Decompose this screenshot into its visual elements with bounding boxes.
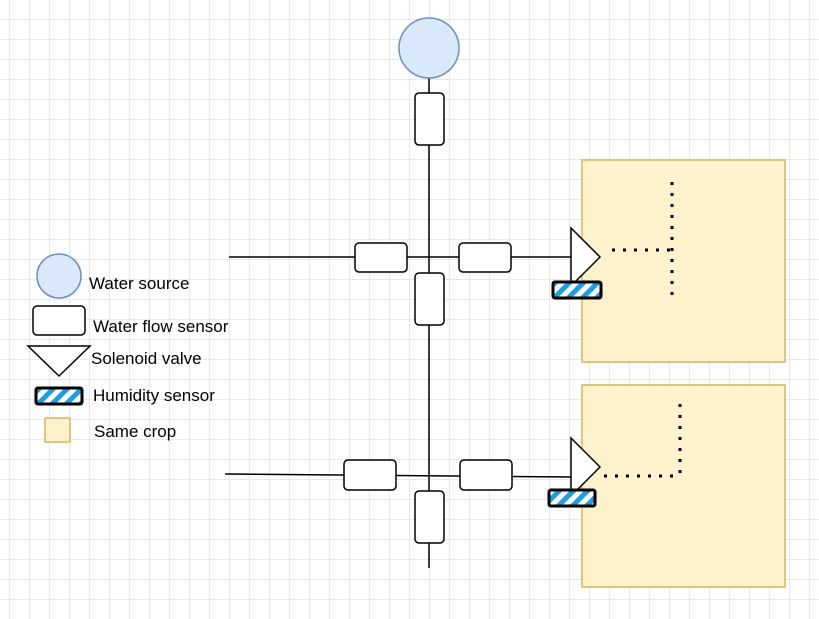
flow-sensor-main-bottom (414, 490, 445, 544)
legend-label-same-crop: Same crop (94, 422, 177, 441)
solenoid-valve-icon (26, 345, 92, 378)
crop-icon (44, 417, 71, 443)
solenoid-valve-2 (570, 436, 602, 498)
water-source-icon (36, 253, 82, 299)
flow-sensor-main-top (414, 92, 445, 146)
humidity-sensor-icon (34, 386, 84, 406)
legend-label-solenoid-valve: Solenoid valve (91, 349, 202, 368)
solenoid-valve-1 (570, 226, 602, 288)
legend-label-water-source: Water source (89, 274, 190, 293)
legend-label-humidity-sensor: Humidity sensor (93, 386, 215, 405)
legend-label-water-flow-sensor: Water flow sensor (93, 317, 229, 336)
flow-sensor-branch-1-right (458, 242, 512, 273)
water-source (398, 17, 460, 79)
crop-area-1 (581, 159, 786, 363)
flow-sensor-branch-2-right (459, 459, 513, 491)
legend (26, 253, 92, 443)
distribution-lines-2 (604, 404, 682, 478)
flow-sensor-branch-1-left (354, 242, 408, 273)
crop-area-2 (581, 384, 786, 588)
flow-sensor-branch-2-left (343, 459, 397, 491)
humidity-sensor-2 (547, 488, 597, 508)
humidity-sensor-1 (551, 280, 603, 300)
branch-pipe-2 (224, 473, 573, 478)
flow-sensor-main-middle (414, 272, 445, 326)
distribution-lines-1 (612, 182, 677, 298)
water-flow-sensor-icon (32, 305, 86, 336)
